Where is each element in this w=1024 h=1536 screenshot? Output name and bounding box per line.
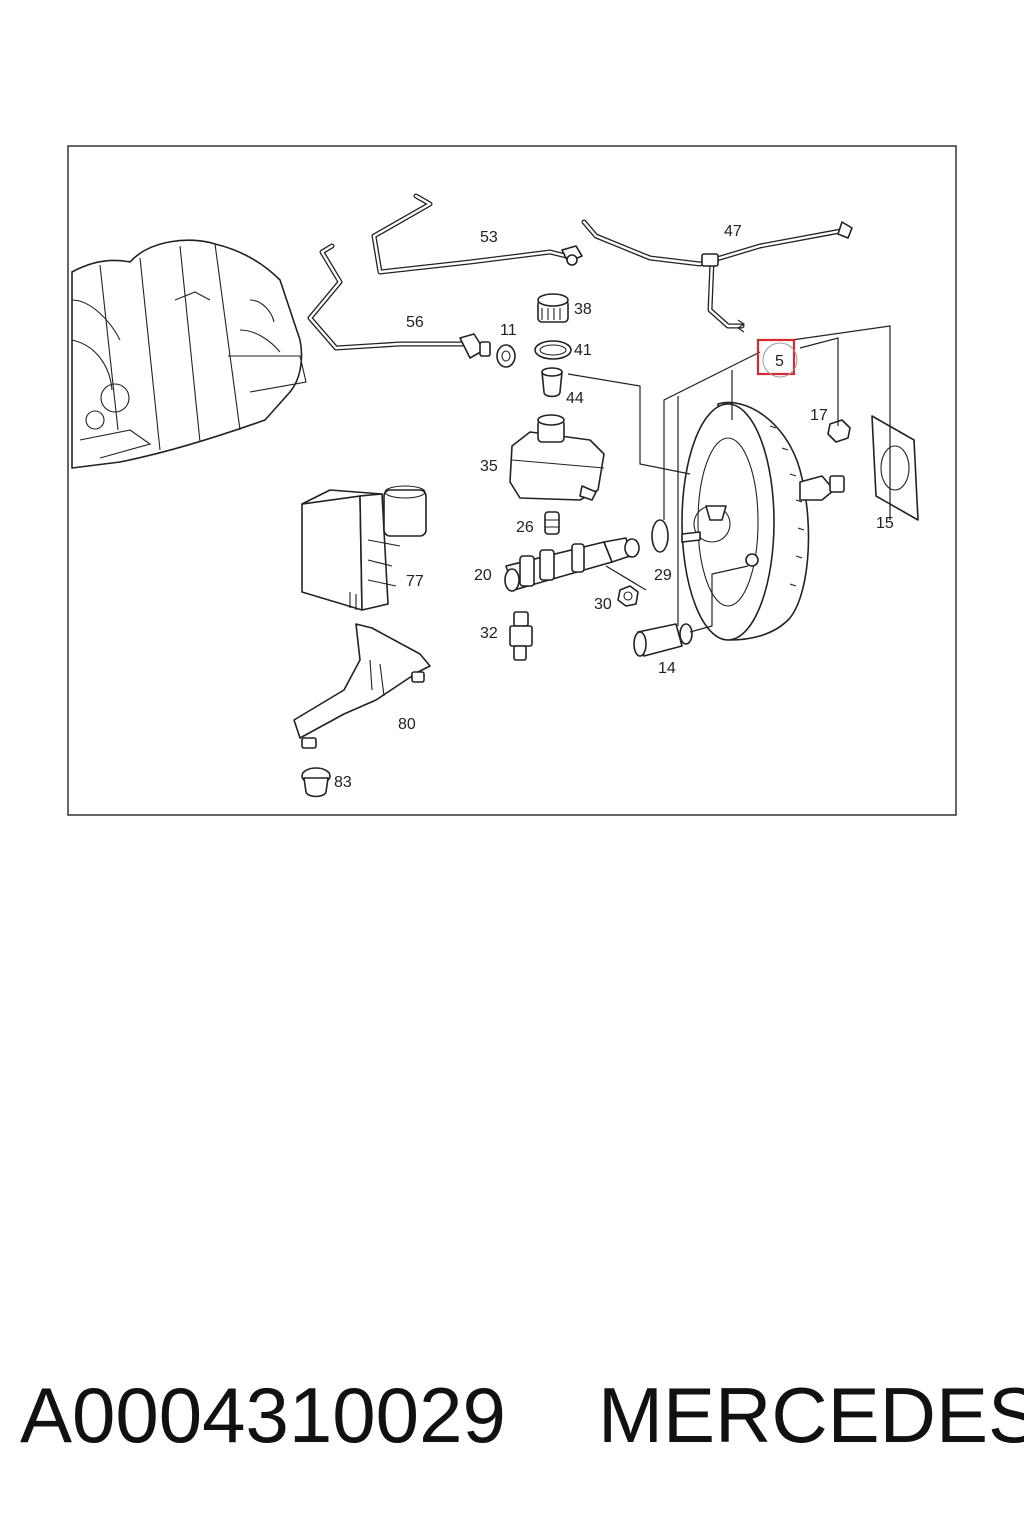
rubber-grommet xyxy=(301,767,331,798)
highlight-box xyxy=(756,338,796,376)
reservoir-cap xyxy=(537,293,569,323)
callout-30: 30 xyxy=(594,596,612,613)
callout-29: 29 xyxy=(654,567,672,584)
callout-44: 44 xyxy=(566,390,584,407)
callout-26: 26 xyxy=(516,519,534,536)
hydraulic-unit xyxy=(301,485,427,611)
brand-name: MERCEDES xyxy=(598,1371,1024,1459)
callout-14: 14 xyxy=(658,660,676,677)
callout-47: 47 xyxy=(724,223,742,240)
grommet xyxy=(496,344,516,368)
callout-56: 56 xyxy=(406,314,424,331)
nut xyxy=(617,585,639,607)
leader-lines xyxy=(567,325,891,633)
master-cylinder xyxy=(504,537,640,592)
brake-line-56 xyxy=(307,243,491,359)
part-number: A0004310029 xyxy=(20,1371,506,1459)
mounting-bracket xyxy=(293,623,431,749)
callout-32: 32 xyxy=(480,625,498,642)
callout-38: 38 xyxy=(574,301,592,318)
engine-drawing xyxy=(71,239,307,469)
brake-booster xyxy=(681,401,845,641)
diagram-frame xyxy=(67,145,957,816)
vacuum-check-valve xyxy=(633,623,693,657)
callout-circle xyxy=(762,342,798,378)
fluid-reservoir xyxy=(509,414,605,501)
callout-77: 77 xyxy=(406,573,424,590)
callout-5: 5 xyxy=(775,353,784,370)
seal-ring-inner xyxy=(539,344,567,356)
booster-gasket xyxy=(871,415,919,521)
callout-83: 83 xyxy=(334,774,352,791)
seal-ring xyxy=(534,340,572,360)
callout-20: 20 xyxy=(474,567,492,584)
callout-17: 17 xyxy=(810,407,828,424)
callout-11: 11 xyxy=(500,322,517,339)
brake-line-53 xyxy=(371,193,583,275)
o-ring xyxy=(651,519,669,553)
reservoir-grommet xyxy=(544,511,560,535)
booster-nut xyxy=(827,419,851,443)
callout-35: 35 xyxy=(480,458,498,475)
pressure-switch xyxy=(509,611,533,661)
callout-15: 15 xyxy=(876,515,894,532)
callout-41: 41 xyxy=(574,342,592,359)
reservoir-strainer xyxy=(541,371,563,398)
callout-80: 80 xyxy=(398,716,416,733)
callout-53: 53 xyxy=(480,229,498,246)
brake-line-47 xyxy=(581,219,853,333)
